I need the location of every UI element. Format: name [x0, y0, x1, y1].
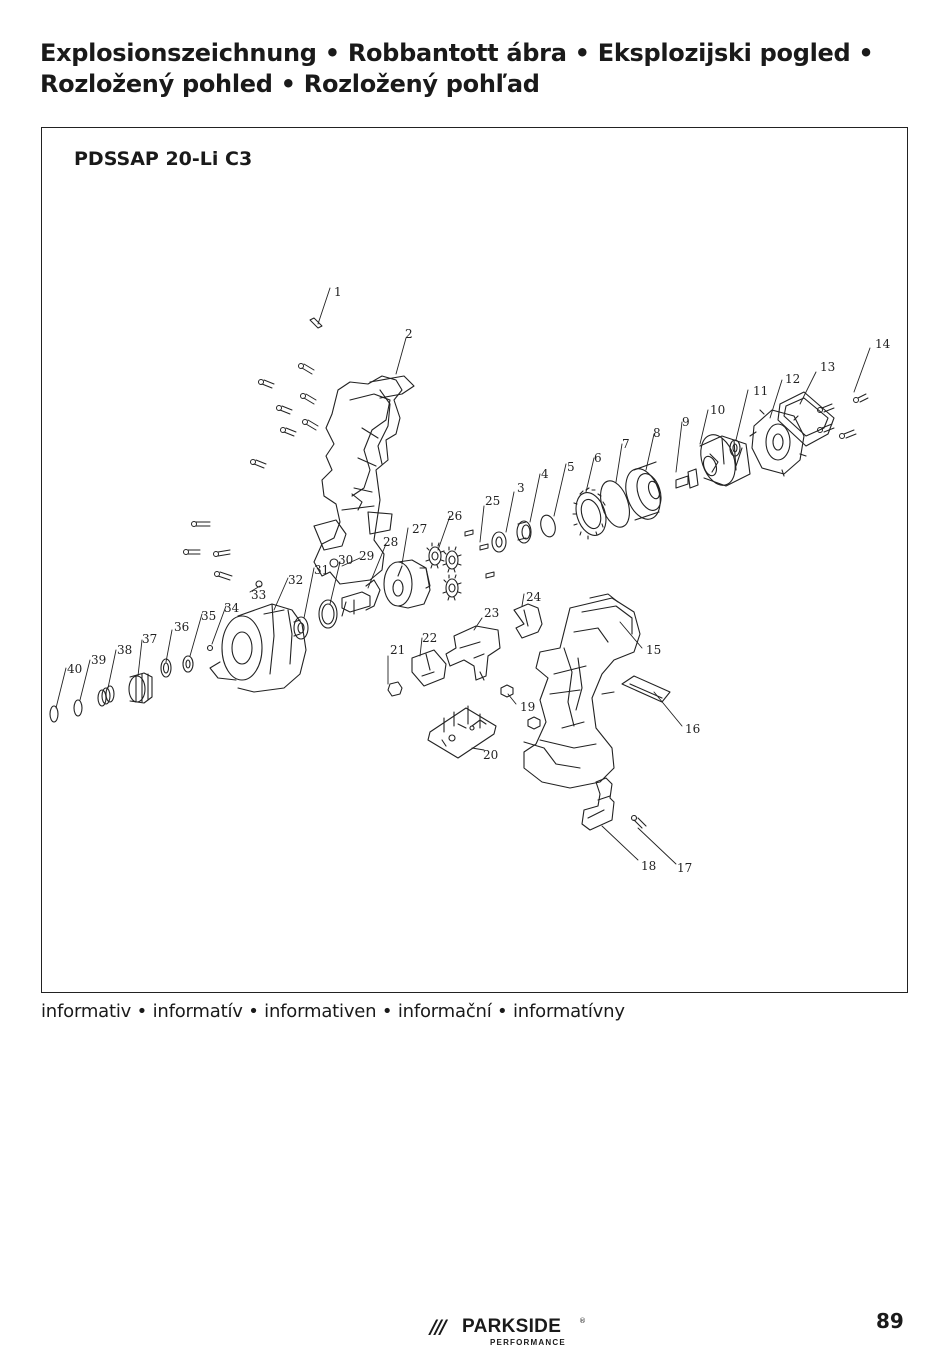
- informative-caption: informativ • informatív • informativen •…: [41, 1001, 625, 1022]
- callout-30: 30: [338, 553, 353, 567]
- ring-39: [73, 699, 83, 717]
- housing-right-half: [523, 593, 641, 789]
- callout-8: 8: [653, 426, 661, 440]
- leader-lines: [55, 287, 871, 865]
- callout-37: 37: [142, 632, 157, 646]
- parkside-logo: /// PARKSIDE ® PERFORMANCE: [430, 1316, 590, 1350]
- o-ring-30: [318, 599, 338, 629]
- callout-17: 17: [677, 861, 692, 875]
- bearing-3: [491, 531, 507, 553]
- callout-24: 24: [526, 590, 542, 604]
- callout-25: 25: [485, 494, 500, 508]
- screws-14: [817, 393, 869, 439]
- washer-36: [160, 658, 172, 678]
- callout-26: 26: [447, 509, 462, 523]
- spring-38: [97, 685, 115, 707]
- washer-35: [182, 655, 194, 673]
- exploded-view-drawing: 1 2 3 4 5 6 7 8 9 10 11 12 13 14 15 16 1…: [49, 285, 891, 875]
- exploded-view-diagram: PDSSAP 20-Li C3: [41, 127, 908, 993]
- callout-19: 19: [520, 700, 535, 714]
- pins-25: [464, 529, 495, 579]
- callout-16: 16: [685, 722, 700, 736]
- callout-36: 36: [174, 620, 189, 634]
- planet-gears-26: [425, 542, 462, 601]
- pinion-9: [675, 468, 699, 489]
- callout-39: 39: [91, 653, 106, 667]
- trigger-switch-23: [445, 625, 501, 681]
- control-board-20: [427, 705, 497, 759]
- sleeve-37: [128, 672, 153, 704]
- led-lamp-22: [411, 649, 447, 687]
- cover-plate-13: [777, 391, 835, 447]
- label-plate-16: [621, 675, 671, 703]
- callout-27: 27: [412, 522, 427, 536]
- callout-18: 18: [641, 859, 656, 873]
- gear-housing-32: [209, 603, 307, 693]
- spindle-28: [341, 579, 381, 617]
- belt-clip-18: [581, 777, 615, 831]
- screws-1: [183, 317, 323, 581]
- callout-7: 7: [622, 437, 630, 451]
- bearing-31: [293, 616, 309, 640]
- callout-15: 15: [646, 643, 661, 657]
- callout-28: 28: [383, 535, 398, 549]
- callout-11: 11: [753, 384, 768, 398]
- callout-29: 29: [359, 549, 374, 563]
- logo-name: PARKSIDE: [462, 1316, 562, 1337]
- logo-slashes: ///: [430, 1316, 447, 1338]
- callout-34: 34: [224, 601, 240, 615]
- washer-4: [516, 520, 532, 544]
- callout-20: 20: [483, 748, 498, 762]
- motor-bell-8: [625, 461, 662, 521]
- direction-switch-24: [513, 603, 543, 639]
- logo-registered-mark: ®: [579, 1317, 586, 1325]
- callout-13: 13: [820, 360, 835, 374]
- callout-10: 10: [710, 403, 725, 417]
- logo-subtitle: PERFORMANCE: [490, 1338, 566, 1347]
- callout-2: 2: [405, 327, 413, 341]
- callout-4: 4: [541, 467, 549, 481]
- page-number: 89: [876, 1309, 904, 1333]
- callout-22: 22: [422, 631, 437, 645]
- ball-34: [206, 644, 214, 652]
- callout-31: 31: [314, 563, 329, 577]
- page-title: Explosionszeichnung • Robbantott ábra • …: [40, 39, 874, 98]
- ring-5: [540, 514, 556, 538]
- callout-23: 23: [484, 606, 499, 620]
- callout-numbers: 1 2 3 4 5 6 7 8 9 10 11 12 13 14 15 16 1…: [67, 285, 891, 875]
- callout-38: 38: [117, 643, 132, 657]
- model-label: PDSSAP 20-Li C3: [74, 148, 253, 170]
- callout-6: 6: [594, 451, 602, 465]
- callout-3: 3: [517, 481, 525, 495]
- planet-carrier-27: [383, 559, 431, 609]
- stator-10: [699, 434, 751, 487]
- housing-left-half: [313, 375, 415, 585]
- callout-9: 9: [682, 415, 690, 429]
- callout-40: 40: [67, 662, 82, 676]
- o-ring-7: [600, 480, 630, 528]
- callout-12: 12: [785, 372, 800, 386]
- callout-1: 1: [334, 285, 342, 299]
- callout-14: 14: [875, 337, 891, 351]
- callout-35: 35: [201, 609, 216, 623]
- washer-29: [329, 558, 339, 568]
- callout-33: 33: [251, 588, 266, 602]
- ring-40: [49, 705, 59, 723]
- callout-32: 32: [288, 573, 303, 587]
- callout-21: 21: [390, 643, 405, 657]
- washer-11: [729, 439, 741, 457]
- nut-19: [500, 684, 541, 730]
- screw-17: [630, 814, 647, 829]
- connector-21: [387, 681, 403, 697]
- callout-5: 5: [567, 460, 575, 474]
